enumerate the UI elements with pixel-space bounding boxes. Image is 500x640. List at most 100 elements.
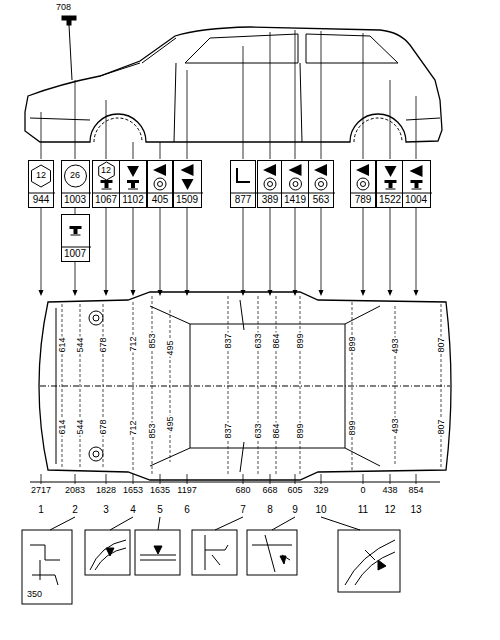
station-number: 5 (157, 505, 163, 515)
leader-line (363, 208, 364, 294)
station-number: 7 (240, 505, 246, 515)
detail-dimension: 350 (27, 590, 42, 599)
station-distance: 2717 (31, 486, 51, 495)
triangle-symbol (263, 164, 276, 176)
leader-arrow (104, 290, 109, 296)
triangle-symbol (127, 166, 139, 177)
fixture-symbol (127, 180, 139, 183)
dimension-value: 837 (224, 332, 233, 349)
symbol-number: 26 (62, 171, 89, 180)
fixture-symbol (384, 180, 396, 183)
dimension-value: 712 (129, 419, 138, 436)
cell-divider (403, 193, 432, 194)
station-distance: 1197 (177, 486, 196, 495)
fixture-symbol (128, 189, 138, 190)
double-circle-symbol (357, 178, 369, 190)
station-distance: 1653 (123, 486, 143, 495)
dimension-value: 495 (166, 339, 175, 356)
leader-line (133, 208, 134, 294)
dimension-value: 807 (437, 336, 446, 353)
dimension-tick (363, 474, 364, 484)
leader-arrow (388, 290, 393, 296)
station-distance: 680 (235, 486, 250, 495)
dimension-tick (270, 474, 271, 484)
leader-line (295, 30, 296, 159)
dimension-tick (133, 474, 134, 484)
dimension-value: 678 (99, 336, 108, 353)
dimension-value: 614 (58, 418, 67, 435)
cell-divider (120, 193, 148, 194)
dimension-value: 678 (99, 418, 108, 435)
bracket-symbol (237, 168, 250, 182)
dimension-tick (416, 474, 417, 484)
triangle-symbol (288, 164, 301, 176)
dimension-tick (106, 474, 107, 484)
leader-arrow (414, 290, 419, 296)
station-number: 1 (38, 505, 44, 515)
dimension-tick (41, 474, 42, 484)
dimension-value: 712 (129, 335, 138, 352)
cell-divider (93, 193, 122, 194)
leader-line (416, 96, 417, 159)
leader-arrow (268, 290, 273, 296)
leader-line (133, 142, 134, 159)
station-distance: 2083 (65, 486, 85, 495)
reference-number: 944 (29, 195, 53, 205)
leader-line (106, 100, 107, 159)
dimension-value: 837 (224, 422, 233, 439)
leader-line (295, 208, 296, 294)
leader-line (41, 112, 42, 159)
reference-cell: 12944 (28, 160, 54, 208)
double-circle-symbol (289, 178, 301, 190)
dimension-line (228, 296, 229, 476)
reference-number: 1509 (174, 195, 201, 205)
station-number: 12 (384, 505, 395, 515)
dimension-line (441, 304, 442, 468)
leader-line (270, 208, 271, 294)
dimension-tick (295, 474, 296, 484)
leader-arrow (131, 290, 136, 296)
reference-cell: 1007 (61, 214, 90, 262)
double-circle-symbol (293, 182, 298, 187)
dimension-value: 899 (348, 419, 357, 436)
station-distance: 438 (382, 486, 397, 495)
leader-line (243, 208, 244, 294)
reference-number: 1004 (403, 195, 430, 205)
dimension-value: 853 (148, 422, 157, 439)
dimension-value: 495 (166, 415, 175, 432)
plan-view (39, 292, 451, 480)
dimension-value: 807 (437, 418, 446, 435)
reference-cell: 789 (350, 160, 376, 208)
dimension-line (395, 306, 396, 466)
double-circle-symbol (158, 182, 163, 187)
fixture-symbol (411, 189, 421, 190)
fixture-symbol (385, 189, 395, 190)
leader-arrow (158, 290, 163, 296)
cell-divider (29, 193, 55, 194)
dimension-line (152, 296, 153, 476)
leader-line (363, 33, 364, 159)
dimension-line (30, 482, 440, 483)
dimension-line (103, 304, 104, 468)
fixture-symbol (73, 229, 77, 234)
reference-cell: 1102 (119, 160, 147, 208)
station-number: 10 (315, 505, 326, 515)
cell-divider (62, 193, 91, 194)
station-distance: 0 (360, 486, 365, 495)
station-distance: 1828 (96, 486, 116, 495)
double-circle-symbol (361, 182, 366, 187)
dimension-line (258, 296, 259, 476)
dimension-line (276, 296, 277, 476)
fixture-symbol (104, 183, 108, 188)
fixture-icon (62, 16, 76, 80)
leader-arrow (185, 290, 190, 296)
dimension-line (170, 310, 171, 462)
triangle-symbol (356, 164, 369, 176)
reference-number: 1003 (62, 195, 89, 205)
leader-arrow (39, 290, 44, 296)
station-distance: 668 (262, 486, 277, 495)
reference-number: 1067 (93, 195, 120, 205)
station-distance: 1635 (150, 486, 170, 495)
reference-cell: 877 (230, 160, 256, 208)
